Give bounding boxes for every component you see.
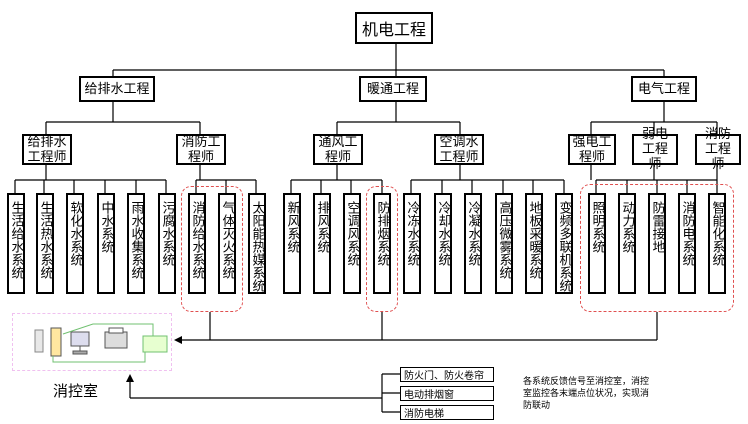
leaf-system: 地板采暖系统 [525, 193, 543, 294]
engineer-power: 强电工程师 [568, 134, 616, 165]
engineer-power-label: 强电工程师 [572, 134, 612, 165]
leaf-system: 防排烟系统 [373, 193, 391, 294]
device-fire-door-label: 防火门、防火卷帘 [404, 371, 484, 382]
engineer-plumbing: 给排水工程师 [22, 134, 72, 165]
device-fire-door: 防火门、防火卷帘 [400, 367, 494, 382]
leaf-system: 生活给水系统 [7, 193, 25, 294]
engineer-fire-electrical: 消防工程师 [695, 127, 741, 172]
node-plumbing-label: 给排水工程 [84, 81, 150, 97]
root-label: 机电工程 [361, 20, 426, 39]
engineer-fire-plumbing: 消防工程师 [176, 134, 226, 165]
root-node: 机电工程 [355, 12, 433, 44]
leaf-system: 气体灭火系统 [218, 193, 236, 294]
node-electrical: 电气工程 [631, 76, 697, 102]
leaf-system: 污腐水系统 [158, 193, 176, 294]
fire-linkage-highlight-plumbing [181, 186, 243, 312]
engineer-ac-water-label: 空调水工程师 [439, 134, 479, 165]
leaf-system: 防雷接地 [648, 193, 666, 294]
engineer-ventilation-label: 通风工程师 [318, 134, 358, 165]
leaf-system: 太阳能热媒系统 [248, 193, 266, 294]
leaf-system: 照明系统 [588, 193, 606, 294]
engineer-low-voltage: 弱电工程师 [632, 127, 678, 172]
node-plumbing: 给排水工程 [79, 76, 155, 102]
device-fire-elevator: 消防电梯 [400, 405, 494, 420]
device-smoke-window: 电动排烟窗 [400, 386, 494, 401]
node-electrical-label: 电气工程 [637, 81, 690, 97]
leaf-system: 生活热水系统 [36, 193, 54, 294]
leaf-system: 新风系统 [283, 193, 301, 294]
leaf-system: 冷冻水系统 [403, 193, 421, 294]
engineer-low-voltage-label: 弱电工程师 [641, 127, 668, 172]
leaf-system: 变频多联机系统 [555, 193, 573, 294]
leaf-system: 中水系统 [97, 193, 115, 294]
device-fire-elevator-label: 消防电梯 [404, 409, 444, 420]
node-hvac-label: 暖通工程 [366, 81, 419, 97]
engineer-ventilation: 通风工程师 [313, 134, 363, 165]
device-smoke-window-label: 电动排烟窗 [404, 390, 454, 401]
leaf-system: 雨水收集系统 [127, 193, 145, 294]
leaf-system: 空调风系统 [343, 193, 361, 294]
leaf-system: 软化水系统 [66, 193, 84, 294]
engineer-fire-electrical-label: 消防工程师 [704, 127, 731, 172]
control-room-equipment-icon [34, 323, 168, 363]
leaf-system: 冷凝水系统 [464, 193, 482, 294]
engineer-plumbing-label: 给排水工程师 [27, 134, 67, 165]
fire-linkage-highlight-electrical [580, 184, 734, 312]
control-room-label: 消控室 [53, 382, 99, 400]
leaf-system: 智能化系统 [708, 193, 726, 294]
linkage-note: 各系统反馈信号至消控室，消控室监控各末端点位状况，实现消防联动 [523, 377, 650, 411]
leaf-system: 动力系统 [618, 193, 636, 294]
leaf-system: 消防给水系统 [188, 193, 206, 294]
fire-linkage-highlight-smoke [366, 186, 398, 312]
engineer-ac-water: 空调水工程师 [434, 134, 484, 165]
leaf-system: 排风系统 [313, 193, 331, 294]
leaf-system: 冷却水系统 [434, 193, 452, 294]
control-room-schematic [12, 313, 172, 371]
node-hvac: 暖通工程 [359, 76, 427, 102]
leaf-system: 消防电系统 [678, 193, 696, 294]
engineer-fire-plumbing-label: 消防工程师 [181, 134, 221, 165]
leaf-system: 高压微雾系统 [495, 193, 513, 294]
